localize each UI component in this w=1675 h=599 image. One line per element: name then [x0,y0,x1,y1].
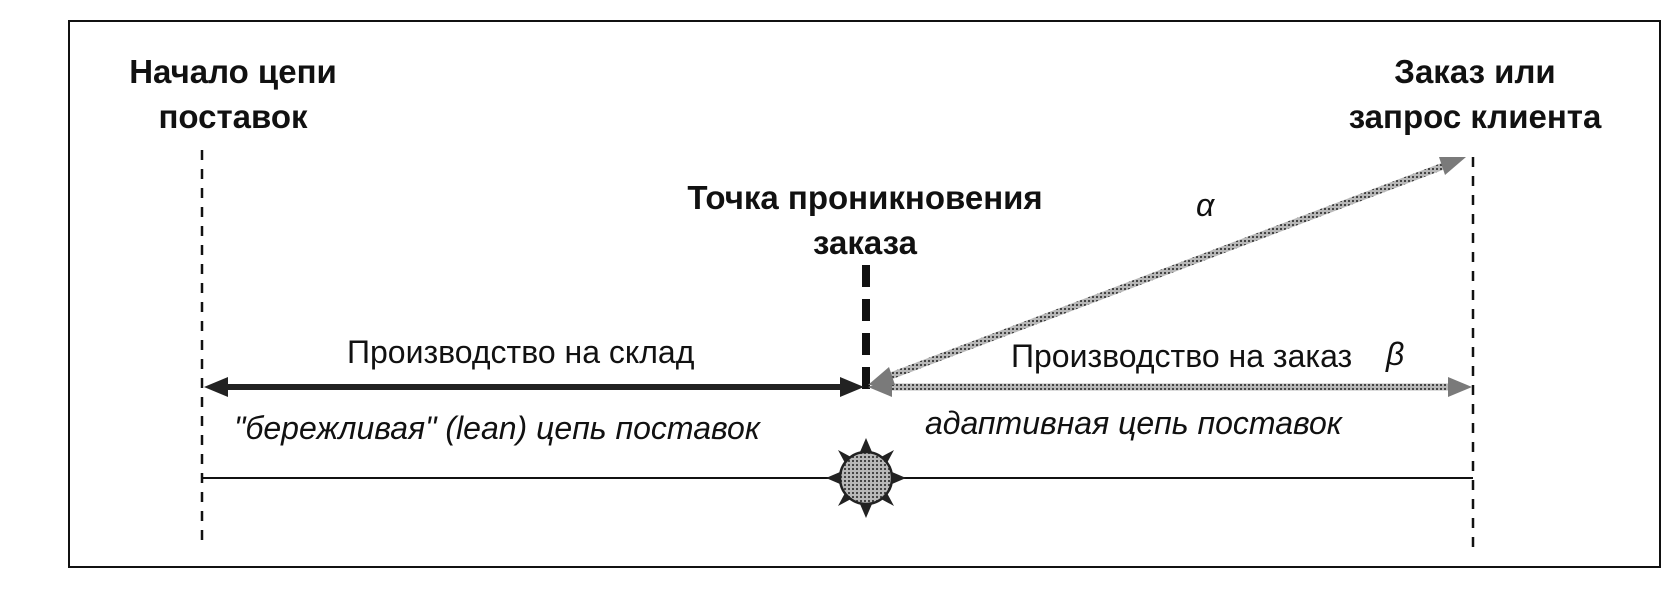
start-label-line1: Начало цепи [129,53,337,90]
decoupling-label-line1: Точка проникновения [687,179,1043,216]
sun-icon [826,438,906,518]
lean-chain-label: "бережливая" (lean) цепь поставок [234,410,760,446]
decoupling-label-line2: заказа [813,224,917,261]
make-to-order-label: Производство на заказ [1011,338,1353,374]
make-to-stock-arrow [204,377,864,397]
beta-label: β [1386,336,1405,372]
diagram-frame [68,20,1661,568]
alpha-label: α [1196,187,1215,223]
agile-chain-label: адаптивная цепь поставок [925,405,1342,441]
end-label-line1: Заказ или [1394,53,1556,90]
end-label-line2: запрос клиента [1348,98,1602,135]
make-to-order-arrow [868,377,1472,397]
alpha-arrow [868,157,1466,385]
start-label-line2: поставок [158,98,308,135]
make-to-stock-label: Производство на склад [347,334,695,370]
